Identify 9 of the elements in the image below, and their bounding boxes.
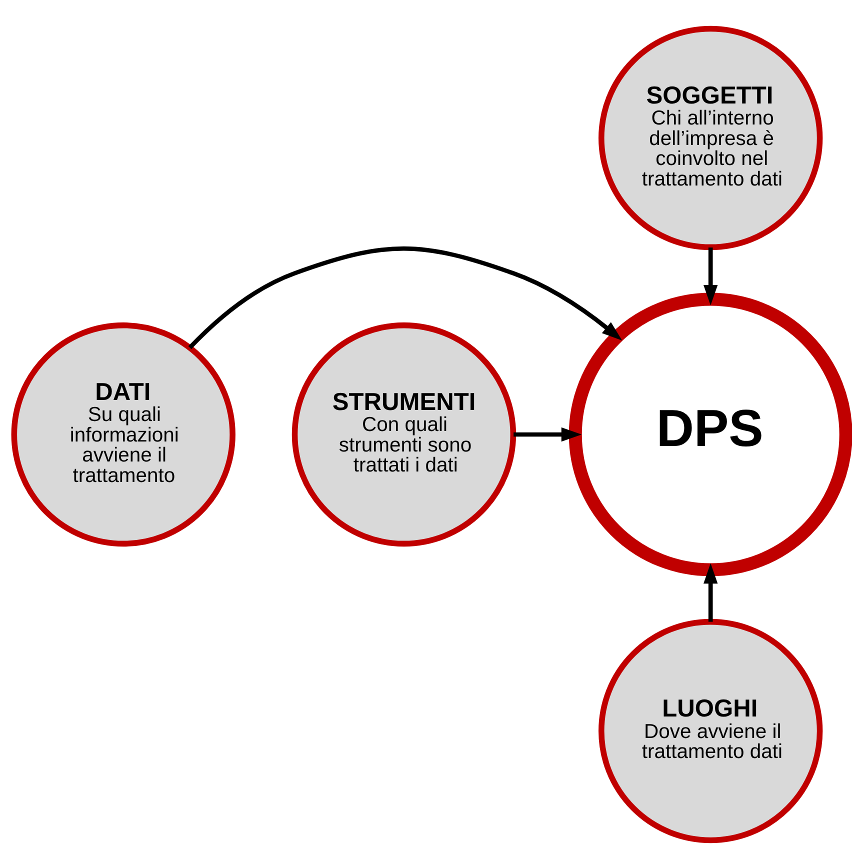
arrow	[704, 247, 718, 305]
arrow	[704, 562, 718, 622]
node-circle: STRUMENTI Con quali strumenti sono trattati i dati	[292, 322, 516, 546]
node-circle: DPS	[568, 292, 852, 576]
node-circle: DATI Su quali informazioni avviene il trattamento	[11, 322, 236, 546]
arrow	[188, 246, 622, 349]
node-circle: SOGGETTI Chi all’interno dell’impresa è coinvolto nel trattamento dati	[598, 25, 823, 250]
arrow	[514, 426, 582, 442]
node-circle: LUOGHI Dove avviene il trattamento dati	[598, 618, 823, 843]
